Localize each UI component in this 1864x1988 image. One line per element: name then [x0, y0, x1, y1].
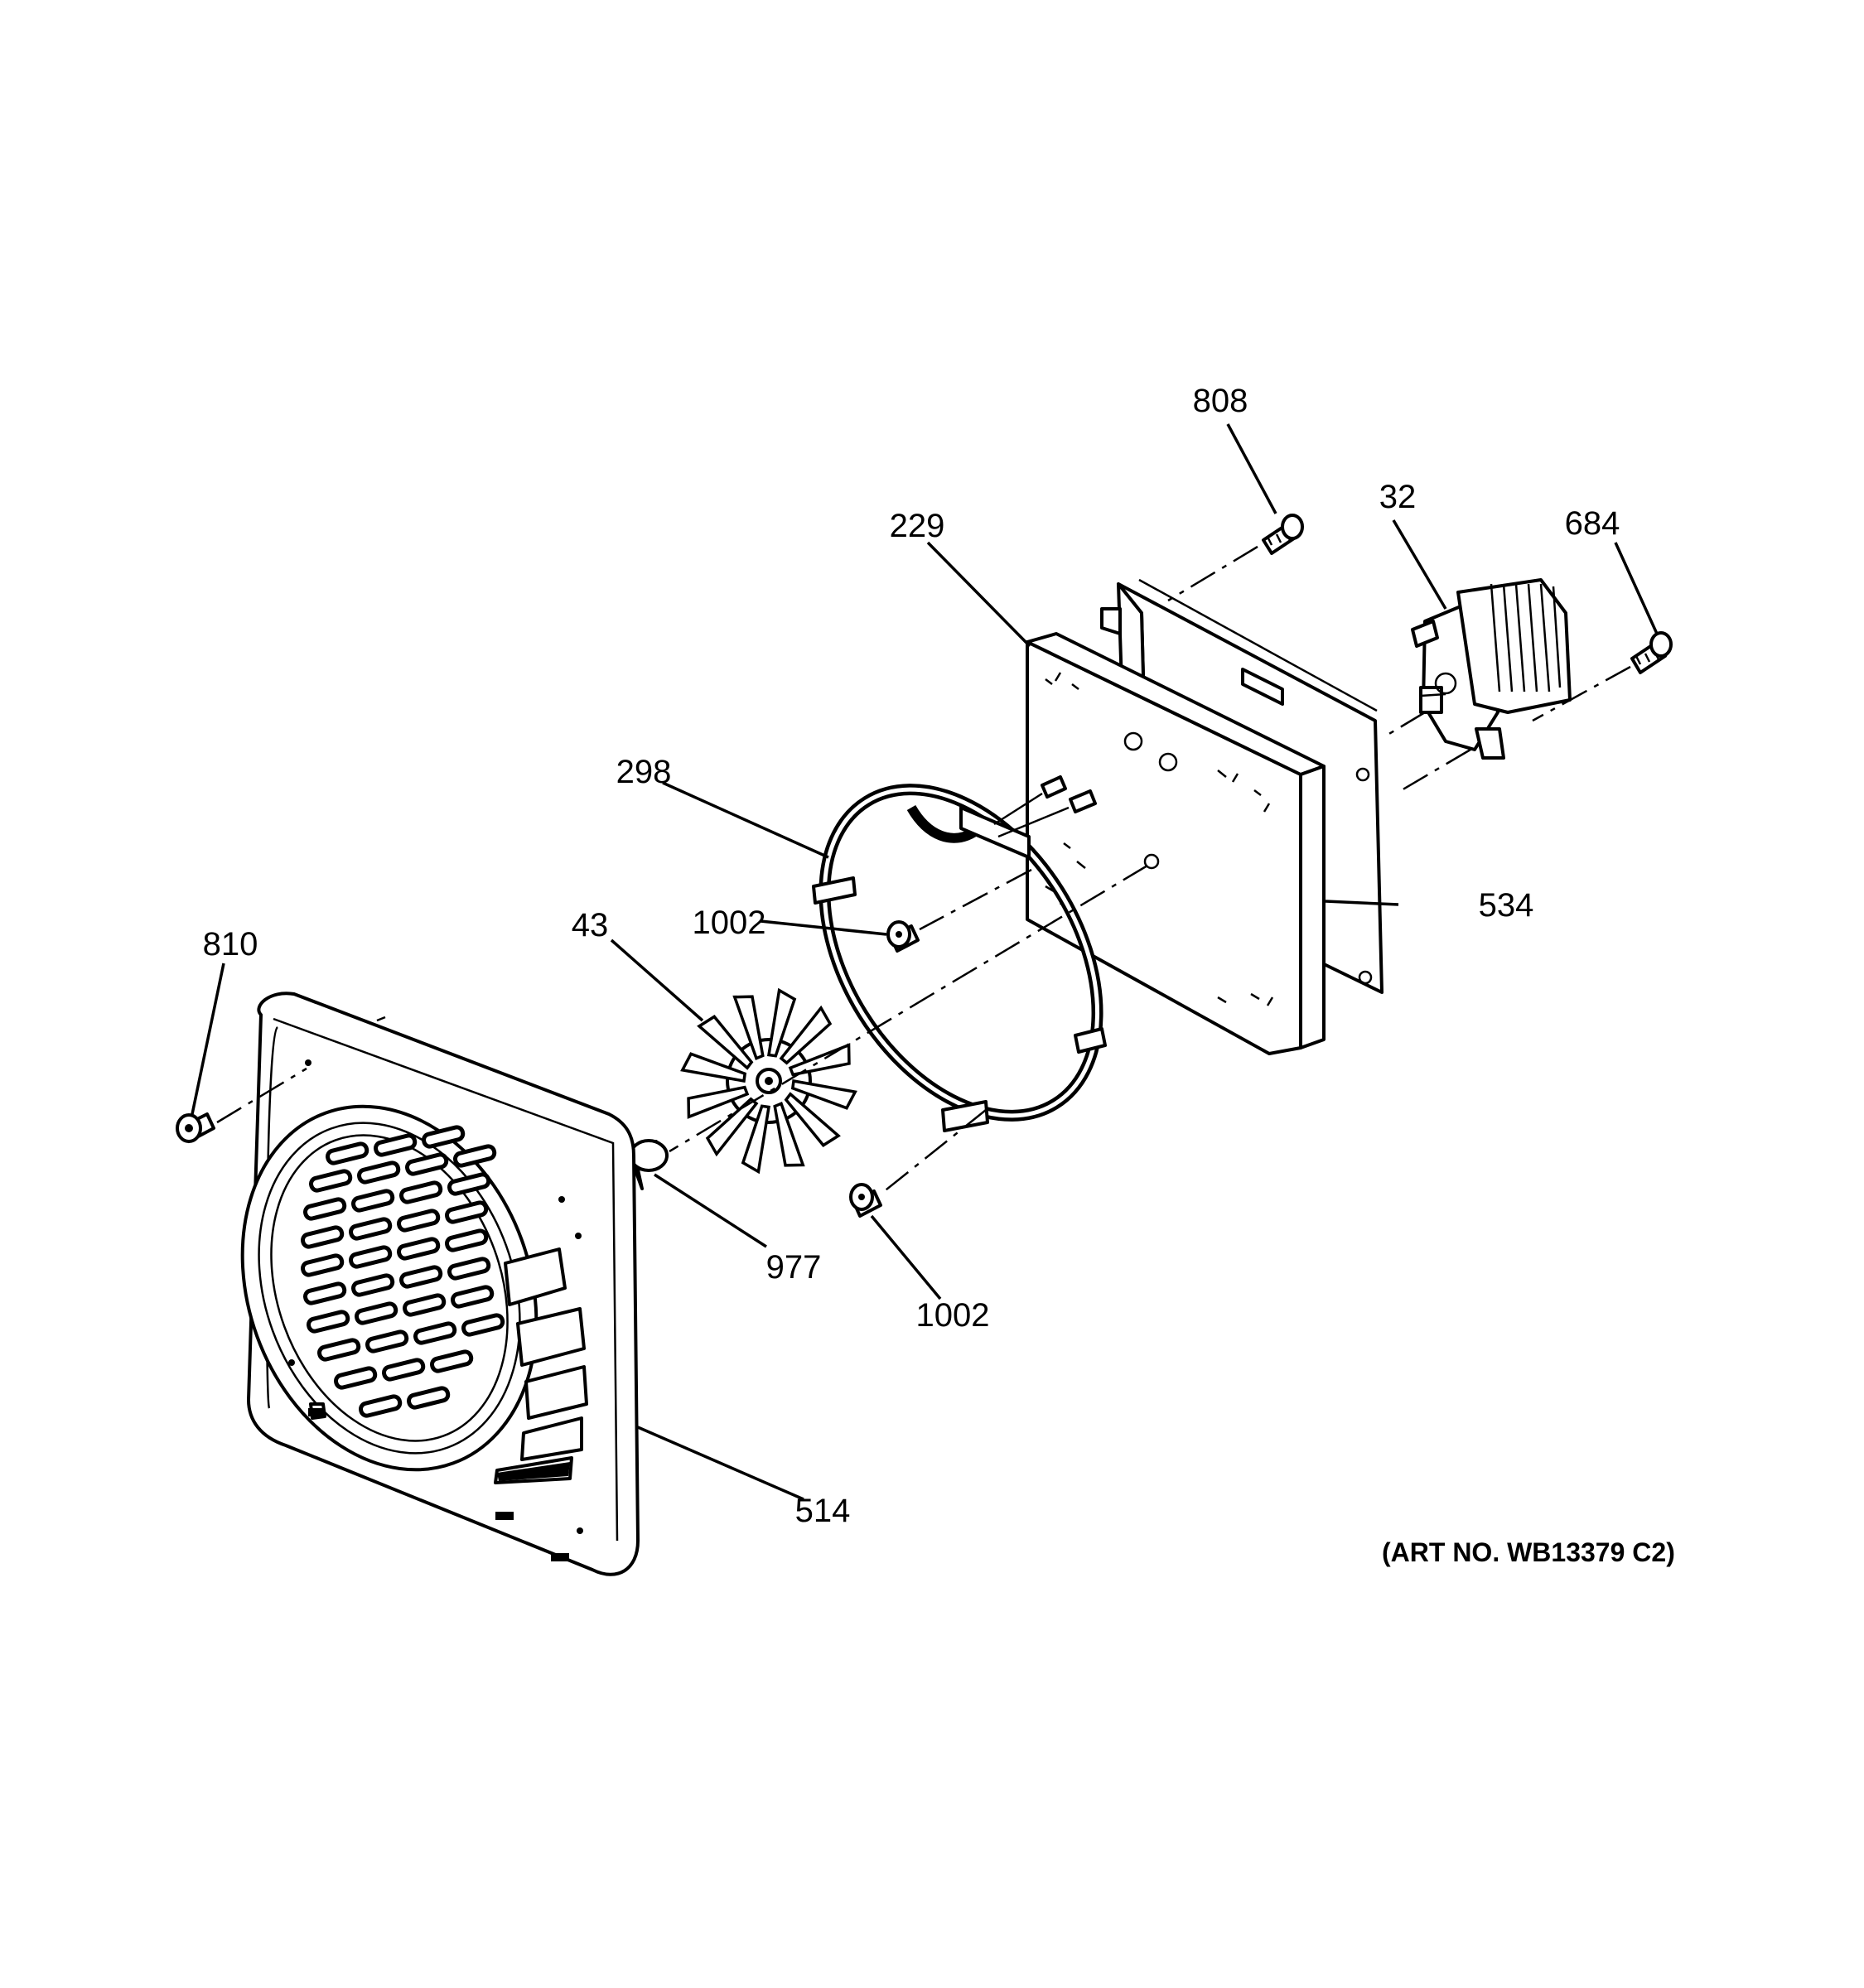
fan-blade-vane: [766, 987, 797, 1058]
vent-slot: [349, 1217, 393, 1241]
insulation-panel-229: [1026, 632, 1326, 1055]
vent-slot: [303, 1281, 347, 1305]
callout-977: 977: [765, 1249, 822, 1286]
vent-slot: [447, 1172, 491, 1196]
alignment-lines: [216, 545, 1631, 1194]
vent-slot: [301, 1225, 345, 1249]
front-cover-514: [240, 992, 640, 1576]
vent-slot: [397, 1209, 441, 1233]
fan-blade-vane: [741, 1104, 771, 1175]
vent-slot: [351, 1273, 395, 1297]
vent-slot: [355, 1301, 398, 1325]
screw-810: [176, 1112, 215, 1143]
vent-slots: [301, 1125, 505, 1418]
screw-808: [1262, 514, 1304, 555]
vent-slot: [461, 1313, 505, 1337]
callout-534: 534: [1478, 887, 1534, 924]
vent-slot: [307, 1310, 350, 1334]
callout-810: 810: [202, 926, 258, 963]
callout-1002-lower: 1002: [915, 1297, 990, 1334]
fan-blade-vane: [732, 995, 765, 1061]
callout-808: 808: [1192, 383, 1248, 419]
vent-slot: [303, 1197, 347, 1221]
vent-slot: [403, 1293, 447, 1317]
fan-blade-vane: [680, 1052, 747, 1083]
fan-blade-vane: [779, 1005, 833, 1065]
vent-slot: [326, 1141, 369, 1165]
vent-slot: [365, 1329, 409, 1353]
vent-slot: [317, 1338, 361, 1362]
callout-32: 32: [1379, 479, 1417, 515]
screw-1002-upper: [886, 920, 920, 953]
vent-slot: [359, 1394, 403, 1418]
vent-slot: [357, 1160, 401, 1185]
fan-blade-vane: [773, 1101, 805, 1167]
vent-slot: [430, 1349, 474, 1373]
heating-element-298: [812, 775, 1107, 1132]
vent-slot: [422, 1125, 466, 1149]
vent-slot: [382, 1358, 426, 1382]
art-number: (ART NO. WB13379 C2): [1382, 1537, 1675, 1567]
vent-slot: [309, 1169, 353, 1193]
fan-blade-vane: [687, 1085, 750, 1119]
vent-slot: [399, 1265, 443, 1289]
fan-blade-vane: [784, 1092, 841, 1147]
vent-slot: [301, 1253, 345, 1277]
nut-977: [629, 1139, 669, 1190]
vent-slot: [445, 1200, 489, 1224]
screw-1002-lower: [849, 1183, 882, 1218]
vent-slot: [445, 1228, 489, 1252]
callout-229: 229: [889, 508, 945, 544]
vent-slot: [447, 1257, 491, 1281]
fan-motor-32: [1411, 578, 1572, 760]
callout-298: 298: [616, 754, 672, 790]
vent-slot: [399, 1180, 443, 1204]
fan-blade-43: [680, 987, 857, 1175]
callout-684: 684: [1564, 505, 1620, 542]
fan-blade-vane: [697, 1015, 754, 1070]
leader-lines: [191, 423, 1659, 1501]
vent-slot: [349, 1245, 393, 1269]
vent-slot: [407, 1386, 451, 1410]
vent-slot: [334, 1366, 378, 1390]
callout-514: 514: [794, 1493, 851, 1529]
vent-slot: [405, 1152, 449, 1176]
vent-slot: [413, 1321, 457, 1345]
vent-slot: [397, 1237, 441, 1261]
fan-blade-vane: [790, 1078, 857, 1110]
screw-684: [1630, 631, 1673, 674]
callout-43: 43: [571, 907, 609, 943]
vent-slot: [453, 1144, 497, 1168]
vent-slot: [374, 1133, 418, 1157]
vent-slot: [451, 1285, 495, 1309]
vent-slot: [351, 1189, 395, 1213]
callout-1002-upper: 1002: [692, 905, 766, 941]
